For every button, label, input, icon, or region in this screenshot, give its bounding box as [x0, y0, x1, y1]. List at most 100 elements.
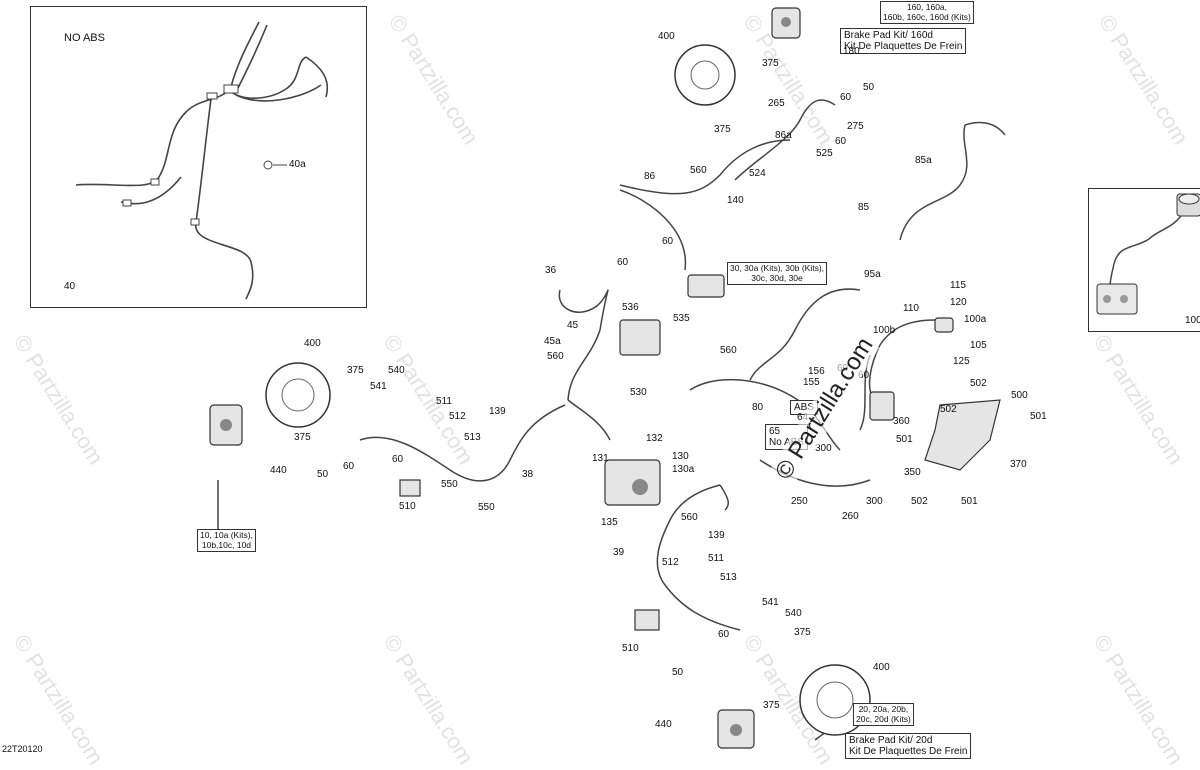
callout: 440 [270, 465, 287, 476]
callout: 513 [464, 432, 481, 443]
callout: 139 [708, 530, 725, 541]
callout: 400 [658, 31, 675, 42]
inset-no-abs-lines [75, 21, 328, 300]
callout: 139 [489, 406, 506, 417]
callout: 502 [911, 496, 928, 507]
kit-text: Kit De Plaquettes De Frein [844, 41, 963, 52]
callout: 350 [904, 467, 921, 478]
callout: 260 [842, 511, 859, 522]
callout: 60 [840, 92, 852, 103]
callout: 125 [953, 356, 970, 367]
callout: 250 [791, 496, 808, 507]
callout: 45 [567, 320, 579, 331]
callout: 50 [317, 469, 329, 480]
callout: 130 [672, 451, 689, 462]
callout: 541 [370, 381, 387, 392]
callout: 85 [858, 202, 870, 213]
callout: 560 [720, 345, 737, 356]
callout: 100a [964, 314, 987, 325]
callout: 39 [613, 547, 625, 558]
callout: 530 [630, 387, 647, 398]
callout: 513 [720, 572, 737, 583]
callout: 375 [763, 700, 780, 711]
callout: 500 [1011, 390, 1028, 401]
callout: 130a [672, 464, 695, 475]
callout: 60 [835, 136, 847, 147]
callout: 375 [762, 58, 779, 69]
callout: 110 [903, 303, 919, 314]
callout: 502 [940, 404, 957, 415]
callout: 131 [592, 453, 609, 464]
callout: 510 [622, 643, 639, 654]
kit-text: 30, 30a (Kits), 30b (Kits), [730, 263, 825, 273]
callout: 140 [727, 195, 744, 206]
callout: 180 [843, 46, 860, 57]
kit-text: 30c, 30d, 30e [751, 272, 803, 283]
kit-text: 10b,10c, 10d [201, 539, 252, 550]
callout: 100b [873, 325, 896, 336]
callout: 155 [803, 377, 820, 388]
callout: 541 [762, 597, 779, 608]
kit-text: 65 [769, 426, 781, 437]
callout: 400 [873, 662, 890, 673]
kit-text: Brake Pad Kit/ 160d [844, 30, 933, 41]
callout-40: 40 [64, 281, 76, 292]
callout: 300 [815, 443, 832, 454]
callout: 440 [655, 719, 672, 730]
inset-master-cylinder: 100 [1088, 188, 1200, 332]
callout: 60 [617, 257, 629, 268]
kit-box-rear-pad: Brake Pad Kit/ 160d Kit De Plaquettes De… [840, 28, 967, 54]
callout: 132 [646, 433, 663, 444]
callout: 501 [896, 434, 913, 445]
callout: 360 [893, 416, 910, 427]
callout: 38 [522, 469, 534, 480]
callout: 50 [863, 82, 875, 93]
callout: 375 [714, 124, 731, 135]
callout: 560 [681, 512, 698, 523]
callout: 525 [816, 148, 833, 159]
inset-master-cylinder-art [1096, 193, 1200, 315]
callout: 370 [1010, 459, 1027, 470]
inset-no-abs: NO ABS 40a 40 [30, 6, 367, 308]
callout: 95a [864, 269, 881, 280]
callout: 540 [388, 365, 405, 376]
callout: 86 [644, 171, 656, 182]
callout: 400 [304, 338, 321, 349]
callout: 60 [343, 461, 355, 472]
callout: 60 [662, 236, 674, 247]
callout-40a: 40a [289, 159, 306, 170]
callout: 510 [399, 501, 416, 512]
callout: 512 [662, 557, 679, 568]
callout: 375 [794, 627, 811, 638]
callout: 535 [673, 313, 690, 324]
callout: 115 [950, 280, 966, 291]
callout: 501 [961, 496, 978, 507]
callout: 501 [1030, 411, 1047, 422]
callout: 80 [752, 402, 764, 413]
kit-box-master: 30, 30a (Kits), 30b (Kits), 30c, 30d, 30… [727, 262, 828, 285]
kit-box-front-left: 10, 10a (Kits), 10b,10c, 10d [197, 529, 256, 552]
kit-text: 10, 10a (Kits), [200, 530, 253, 540]
kit-text: 20, 20a, 20b, [858, 704, 909, 714]
kit-box-rear-caliper: 160, 160a, 160b, 160c, 160d (Kits) [880, 1, 974, 24]
callout: 60 [858, 370, 870, 381]
callout: 135 [601, 517, 618, 528]
callout-100: 100 [1185, 315, 1200, 326]
callout: 275 [847, 121, 864, 132]
callout: 156 [808, 366, 825, 377]
callout: 36 [545, 265, 557, 276]
callout: 550 [441, 479, 458, 490]
callout: 375 [294, 432, 311, 443]
callout: 60 [392, 454, 404, 465]
kit-box-front-pad: Brake Pad Kit/ 20d Kit De Plaquettes De … [845, 733, 972, 759]
callout: 540 [785, 608, 802, 619]
kit-text: Brake Pad Kit/ 20d [849, 735, 933, 746]
callout: 375 [347, 365, 364, 376]
kit-box-front-right: 20, 20a, 20b, 20c, 20d (Kits) [853, 703, 914, 726]
drawing-code: 22T20120 [2, 744, 43, 754]
kit-text: Kit De Plaquettes De Frein [849, 746, 968, 757]
kit-text: 160, 160a, [906, 2, 948, 12]
callout: 502 [970, 378, 987, 389]
